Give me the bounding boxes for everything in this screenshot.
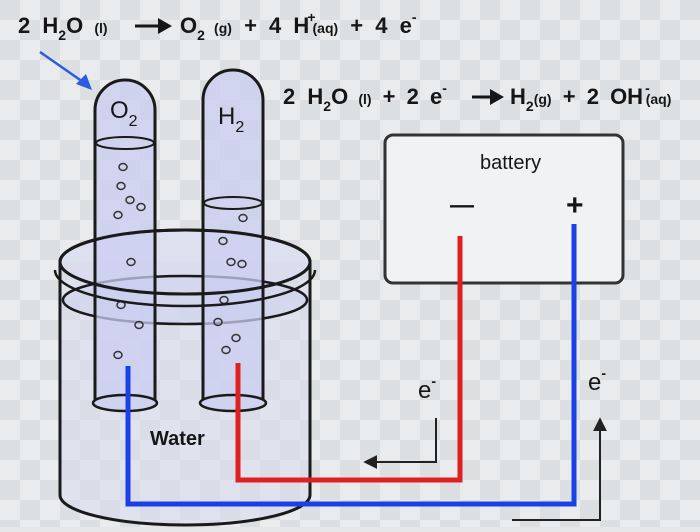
svg-text:H2(g) + 2 OH: H2(g) + 2 OH-(aq) — [510, 80, 671, 114]
water-label: Water — [150, 428, 205, 450]
oxygen-tube: O2 — [91, 78, 159, 413]
svg-text:2 H2O (l): 2 H2O (l) — [18, 13, 108, 43]
anode-equation: 2 H2O (l) O2 (g) + 4 H+(aq) + 4 e- — [18, 9, 417, 45]
beaker-lip — [53, 269, 317, 308]
reaction-arrow-1 — [135, 18, 172, 34]
battery-positive-terminal: + — [566, 189, 584, 222]
svg-text:e-: e- — [418, 373, 436, 404]
oxygen-tube-label: O2 — [110, 97, 138, 130]
electron-flow-left: e- — [363, 373, 437, 469]
beaker-rim — [58, 228, 312, 296]
svg-text:O2 (g) + 4: O2 (g) + 4 H+(aq) + 4 e- — [180, 9, 417, 45]
red-wire — [235, 236, 463, 483]
battery: battery — + — [383, 133, 625, 285]
oxygen-bubbles — [113, 162, 146, 360]
svg-text:e-: e- — [588, 365, 606, 396]
battery-negative-terminal: — — [450, 192, 474, 219]
cathode-equation: 2 H2O (l) + 2 e- H2(g) + 2 OH-(aq) — [283, 80, 671, 114]
electron-arrow-right — [512, 417, 607, 521]
electron-arrow-left — [363, 418, 437, 469]
svg-text:2 H2O (l) +: 2 H2O (l) + 2 e- — [283, 80, 447, 114]
pointer-arrow — [39, 50, 92, 90]
hydrogen-tube-label: H2 — [218, 103, 244, 136]
hydrogen-bubbles — [213, 213, 248, 355]
blue-wire — [125, 224, 577, 507]
reaction-arrow-2 — [472, 89, 504, 105]
battery-label: battery — [480, 152, 541, 174]
electron-flow-right: e- — [512, 365, 607, 521]
hydrogen-tube: H2 — [198, 68, 268, 413]
